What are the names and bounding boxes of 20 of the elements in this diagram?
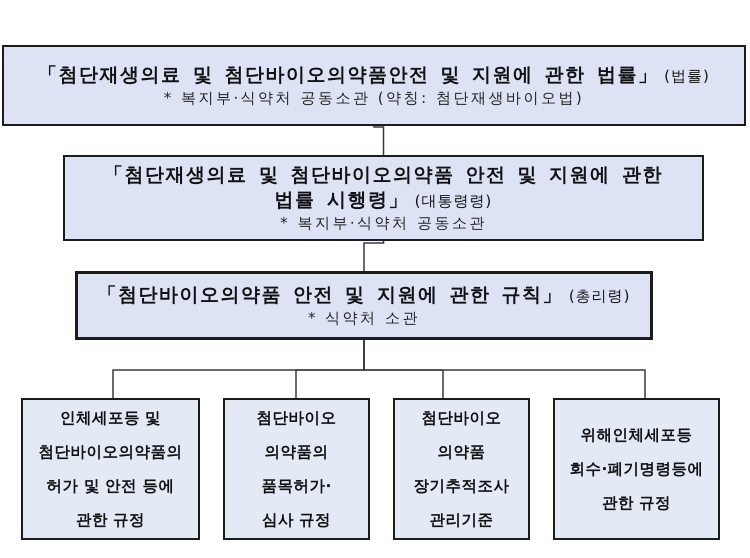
regulation-title: 위해인체세포등 회수·폐기명령등에 관한 규정 bbox=[568, 425, 704, 514]
jurisdiction-note: * 식약처 소관 bbox=[308, 308, 420, 328]
law-box bbox=[63, 155, 704, 241]
law-box bbox=[2, 45, 746, 126]
jurisdiction-note: * 복지부·식약처 공동소관 bbox=[280, 214, 487, 233]
law-title: 「첨단재생의료 및 첨단바이오의약품 안전 및 지원에 관한 법률 시행령」 (대통령령) bbox=[103, 163, 664, 213]
regulation-box bbox=[21, 398, 200, 540]
law-title: 「첨단바이오의약품 안전 및 지원에 관한 규칙」 (총리령) bbox=[97, 283, 631, 308]
connector-line bbox=[363, 340, 646, 398]
jurisdiction-note: * 복지부·식약처 공동소관 (약칭: 첨단재생바이오법) bbox=[164, 88, 584, 108]
connector-line bbox=[363, 241, 384, 271]
law-title: 「첨단재생의료 및 첨단바이오의약품안전 및 지원에 관한 법률」 (법률) bbox=[38, 63, 710, 88]
law-box bbox=[75, 271, 653, 340]
connector-line bbox=[373, 126, 384, 155]
regulation-title: 첨단바이오 의약품의 품목허가·심사 규정 bbox=[256, 408, 338, 531]
regulation-title: 인체세포등 및 첨단바이오의약품의 허가 및 안전 등에 관한 규정 bbox=[38, 408, 184, 531]
regulation-box bbox=[393, 398, 530, 540]
regulation-box bbox=[223, 398, 370, 540]
regulation-title: 첨단바이오 의약품 장기추적조사 관리기준 bbox=[412, 408, 510, 531]
regulation-box bbox=[553, 398, 720, 540]
